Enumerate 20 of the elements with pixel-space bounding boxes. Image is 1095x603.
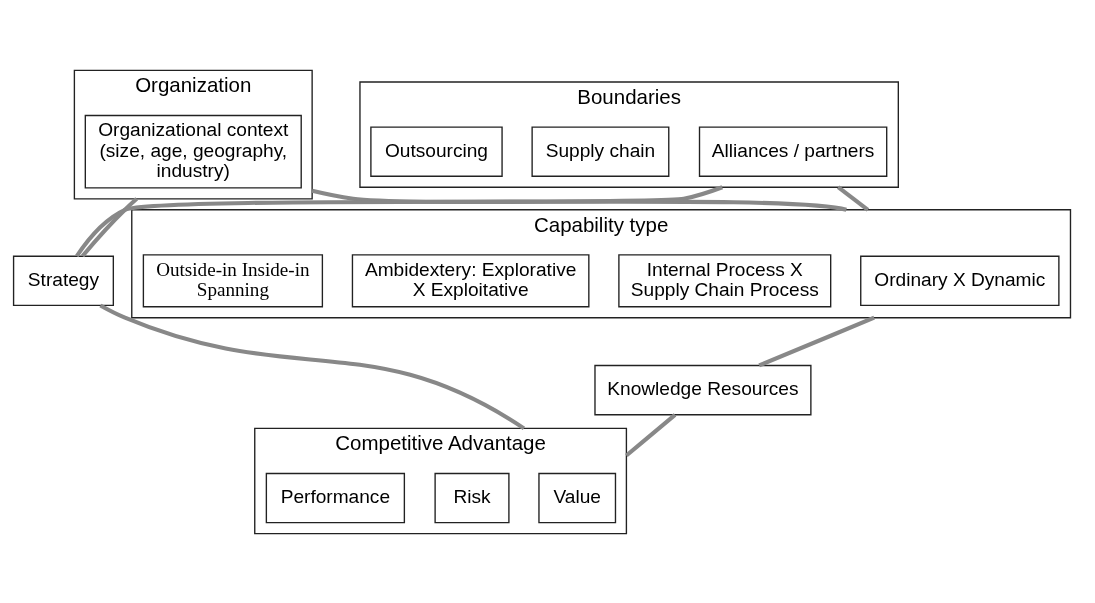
node-box: Value	[538, 472, 617, 523]
connector	[311, 188, 847, 212]
connector	[99, 303, 525, 430]
node-box: Ordinary X Dynamic	[860, 255, 1060, 306]
connector	[836, 185, 870, 211]
node-box: Internal Process X Supply Chain Process	[618, 253, 832, 307]
node-box: Risk	[434, 472, 510, 523]
connector	[75, 184, 723, 257]
node-box: Strategy	[12, 255, 114, 306]
connector	[758, 315, 875, 367]
node-box: Knowledge Resources	[594, 364, 812, 415]
connector	[625, 412, 677, 457]
node-box: Outside-in Inside-in Spanning	[142, 253, 324, 307]
node-box: Organizational context (size, age, geography, industry)	[84, 114, 302, 189]
node-box: Performance	[265, 472, 406, 523]
node-box: Ambidextery: Explorative X Exploitative	[351, 253, 590, 307]
node-box: Supply chain	[531, 125, 670, 177]
connector	[80, 196, 139, 257]
node-box: Outsourcing	[370, 125, 503, 177]
node-box: Alliances / partners	[698, 125, 888, 177]
